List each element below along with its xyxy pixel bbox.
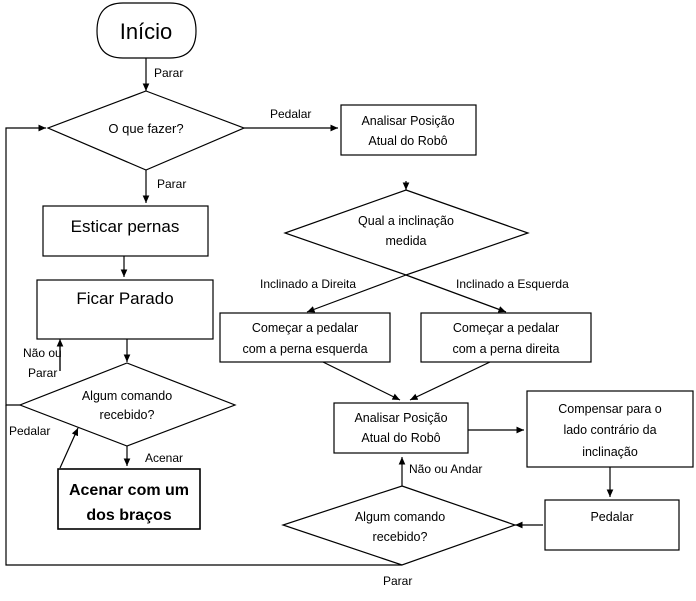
analyze-position-1-line1: Analisar Posição [361,114,454,128]
stand-still-label: Ficar Parado [76,289,173,308]
compensate-line3: inclinação [582,445,638,459]
decision-inclination-line1: Qual a inclinação [358,214,454,228]
edge-label-cmd2-no: Não ou Andar [409,462,482,476]
edges [5,58,614,566]
edge-left-to-analyze2 [322,361,401,401]
pedal-left-leg-line2: com a perna esquerda [242,342,367,356]
pedal-label: Pedalar [590,510,633,524]
analyze-position-1-box [340,104,477,156]
start-label: Início [120,19,173,44]
wave-box [57,468,201,530]
pedal-left-leg-line1: Começar a pedalar [252,321,358,335]
decision-command-2-line2: recebido? [373,530,428,544]
decision-command-1-line1: Algum comando [82,389,172,403]
edge-label-cmd1-no-line2: Parar [28,366,57,380]
analyze-position-2-line2: Atual do Robô [361,431,440,445]
start-terminator [96,2,197,59]
compensate-box [526,390,694,468]
edge-label-cmd2-stop: Parar [383,574,412,588]
edge-label-cmd1-no-line1: Não ou [23,346,62,360]
decision-what-to-do-label: O que fazer? [108,121,183,136]
stand-still-box [36,279,214,340]
analyze-position-2-line1: Analisar Posição [354,411,447,425]
nodes: Início O que fazer? Esticar pernas Ficar… [18,2,694,566]
pedal-right-leg-line1: Começar a pedalar [453,321,559,335]
pedal-right-leg-box [420,312,592,363]
edge-label-cmd1-wave: Acenar [145,451,183,465]
decision-inclination-line2: medida [386,234,427,248]
edge-label-what-pedal: Pedalar [270,107,311,121]
edge-labels: Parar Parar Pedalar Não ou Parar Pedalar… [9,66,569,588]
stretch-legs-box [42,205,209,257]
edge-right-to-analyze2 [409,361,491,401]
edge-wave-to-cmd1 [59,427,79,469]
stretch-legs-label: Esticar pernas [71,217,180,236]
edge-cmd2-stop-loop [5,405,402,566]
pedal-box [544,499,680,551]
wave-line1: Acenar com um [69,482,189,499]
decision-command-2-line1: Algum comando [355,510,445,524]
pedal-right-leg-line2: com a perna direita [452,342,559,356]
decision-command-1 [18,362,237,447]
analyze-position-1-line2: Atual do Robô [368,134,447,148]
decision-what-to-do [46,90,246,171]
edge-label-cmd1-pedal: Pedalar [9,424,50,438]
pedal-left-leg-box [219,312,391,363]
edge-label-start-stop: Parar [154,66,183,80]
wave-line2: dos braços [86,507,171,524]
analyze-position-2-box [333,402,469,454]
decision-inclination [283,189,530,276]
compensate-line1: Compensar para o [558,402,662,416]
edge-label-incl-left: Inclinado a Esquerda [456,277,569,291]
edge-cmd1-pedal-loop [5,124,46,406]
edge-label-incl-right: Inclinado a Direita [260,277,356,291]
compensate-line2: lado contrário da [563,423,656,437]
decision-command-2 [281,485,517,566]
edge-incl-to-left [306,274,407,313]
edge-label-what-stop: Parar [157,177,186,191]
edge-incl-to-right [405,274,507,313]
decision-command-1-line2: recebido? [100,408,155,422]
